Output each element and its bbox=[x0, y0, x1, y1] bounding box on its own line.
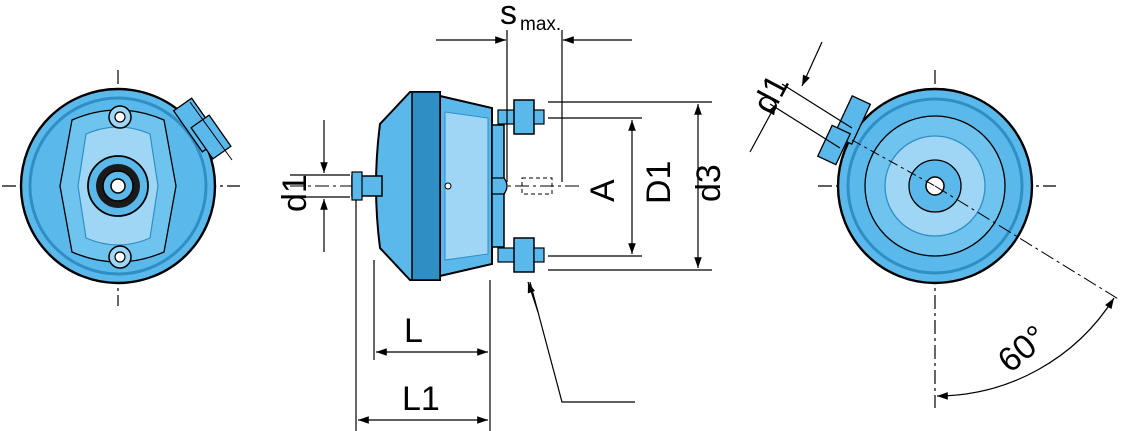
rear-view-dimensions bbox=[749, 41, 1115, 400]
L1-label: L1 bbox=[402, 380, 440, 418]
front-view bbox=[2, 70, 240, 306]
rear-view bbox=[816, 70, 1121, 408]
d1-side-label: d1 bbox=[276, 174, 314, 212]
side-view bbox=[290, 91, 580, 281]
d1-rear-label: d1 bbox=[746, 69, 797, 120]
angle-label: 60° bbox=[991, 318, 1055, 380]
A-label: A bbox=[584, 179, 622, 202]
L-label: L bbox=[404, 312, 423, 350]
s-max-subscript: max. bbox=[520, 14, 561, 35]
s-max-label: s bbox=[500, 0, 517, 32]
rear-port-fittings bbox=[816, 94, 872, 166]
d3-label: d3 bbox=[690, 164, 728, 202]
port-fitting bbox=[172, 97, 233, 161]
D1-label: D1 bbox=[640, 161, 678, 204]
side-view-dimensions bbox=[290, 30, 712, 431]
